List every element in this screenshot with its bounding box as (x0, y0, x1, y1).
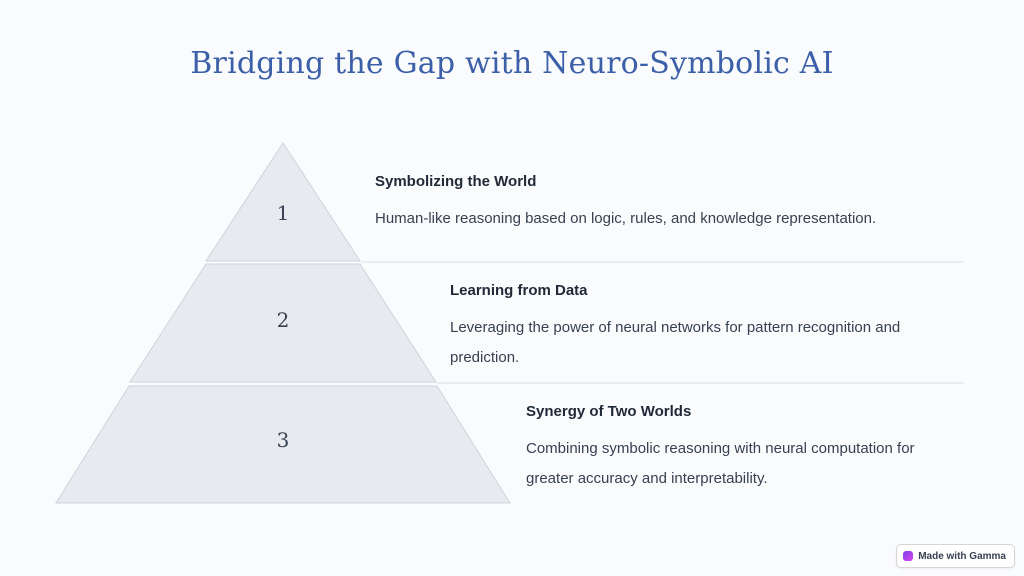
tier-description-2: Learning from Data Leveraging the power … (450, 281, 950, 373)
tier-heading-1: Symbolizing the World (375, 173, 537, 190)
page-title: Bridging the Gap with Neuro-Symbolic AI (190, 46, 834, 81)
pyramid-tier-2 (129, 263, 437, 383)
tier-text-3: Combining symbolic reasoning with neural… (526, 440, 915, 487)
tier-description-3: Synergy of Two Worlds Combining symbolic… (526, 402, 966, 494)
tier-number-1: 1 (277, 201, 290, 225)
gamma-logo-icon (903, 551, 914, 561)
tier-heading-3: Synergy of Two Worlds (526, 403, 692, 420)
tier-text-2: Leveraging the power of neural networks … (450, 319, 901, 366)
pyramid-tier-3 (55, 385, 511, 504)
pyramid-tier-1 (205, 142, 361, 262)
badge-label: Made with Gamma (918, 550, 1006, 562)
tier-number-3: 3 (277, 428, 290, 452)
tier-text-1: Human-like reasoning based on logic, rul… (375, 210, 877, 227)
tier-description-1: Symbolizing the World Human-like reasoni… (375, 172, 965, 234)
tier-number-2: 2 (277, 308, 290, 332)
made-with-gamma-badge[interactable]: Made with Gamma (896, 544, 1015, 568)
tier-heading-2: Learning from Data (450, 282, 588, 299)
